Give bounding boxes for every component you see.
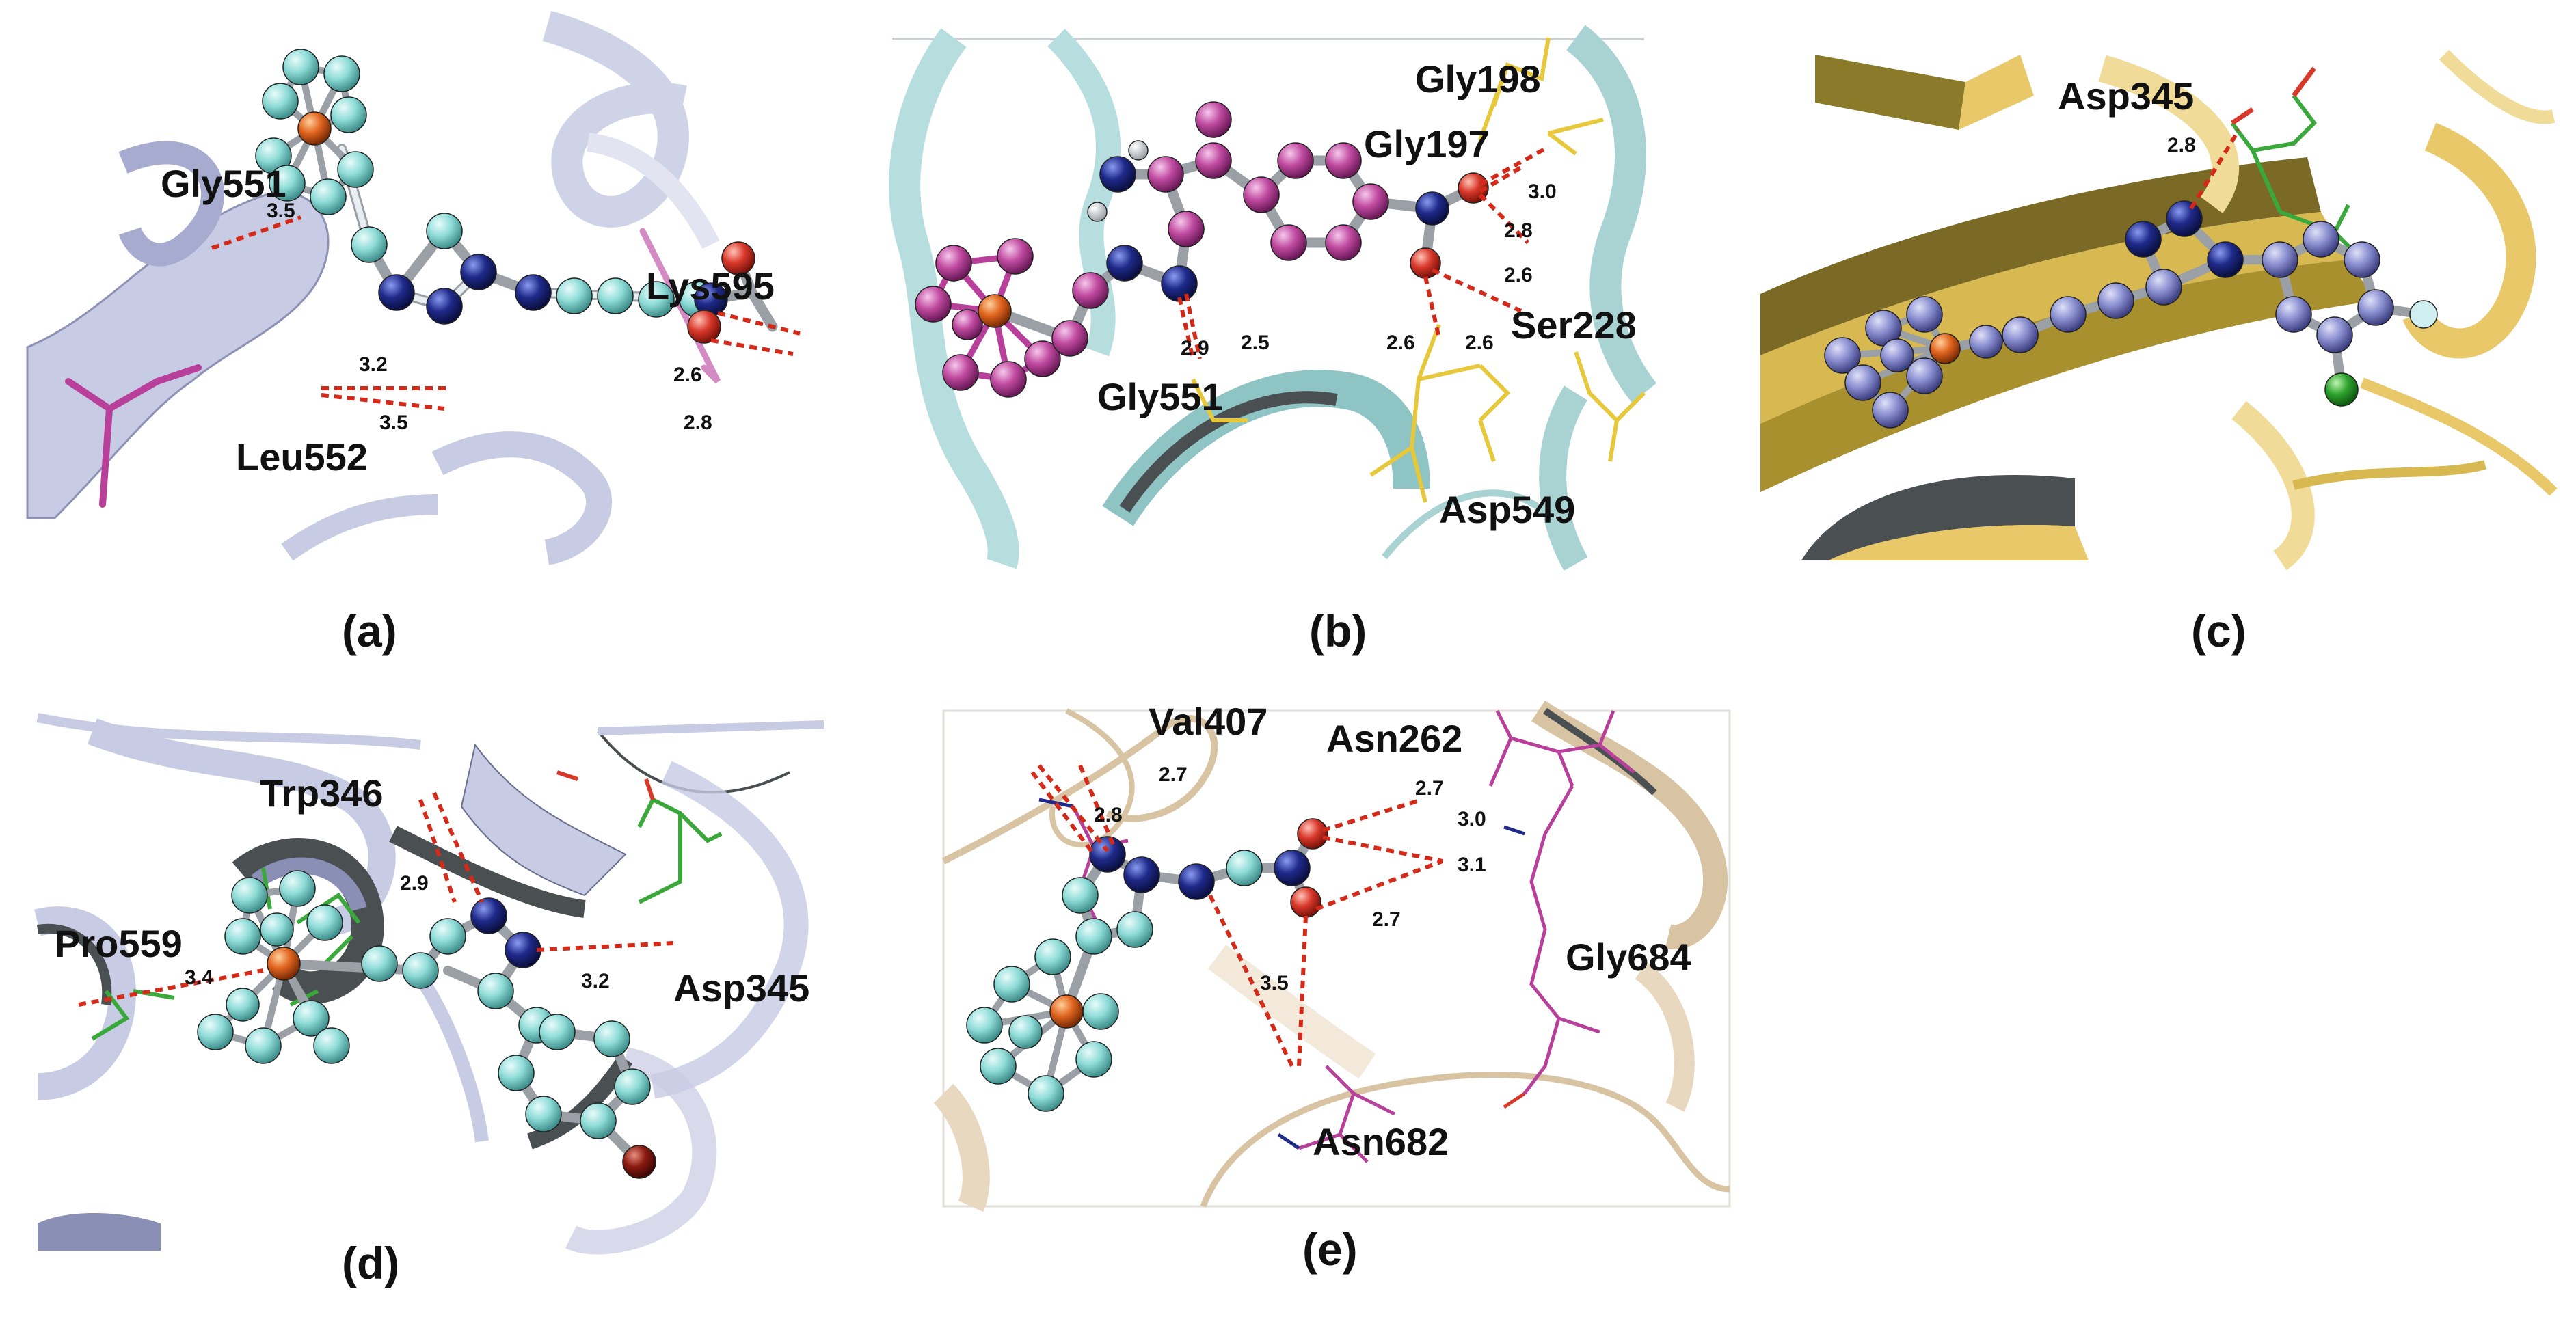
panel-c: Asp345 2.8 xyxy=(1760,49,2558,571)
panel-caption: (d) xyxy=(342,1238,400,1288)
panel-d: Trp346 Pro559 Asp345 2.9 3.4 3.2 xyxy=(34,713,824,1255)
panel-d-structure xyxy=(34,713,824,1255)
panel-e-structure xyxy=(933,701,1731,1212)
panel-b: Gly198 Gly197 Ser228 Gly551 Asp549 3.0 2… xyxy=(889,25,1657,571)
panel-caption: (a) xyxy=(342,606,397,656)
panel-a-structure xyxy=(26,10,801,565)
panel-e: Val407 Asn262 Gly684 Asn682 2.7 2.8 2.7 … xyxy=(933,700,1731,1212)
panel-caption: (c) xyxy=(2191,606,2246,656)
panel-caption: (b) xyxy=(1309,606,1367,656)
panel-a: Gly551 Lys595 Leu552 3.5 3.2 3.5 2.6 2.8 xyxy=(26,10,801,565)
panel-caption: (e) xyxy=(1302,1224,1358,1275)
panel-c-structure xyxy=(1760,49,2558,571)
panel-b-structure xyxy=(889,25,1657,571)
